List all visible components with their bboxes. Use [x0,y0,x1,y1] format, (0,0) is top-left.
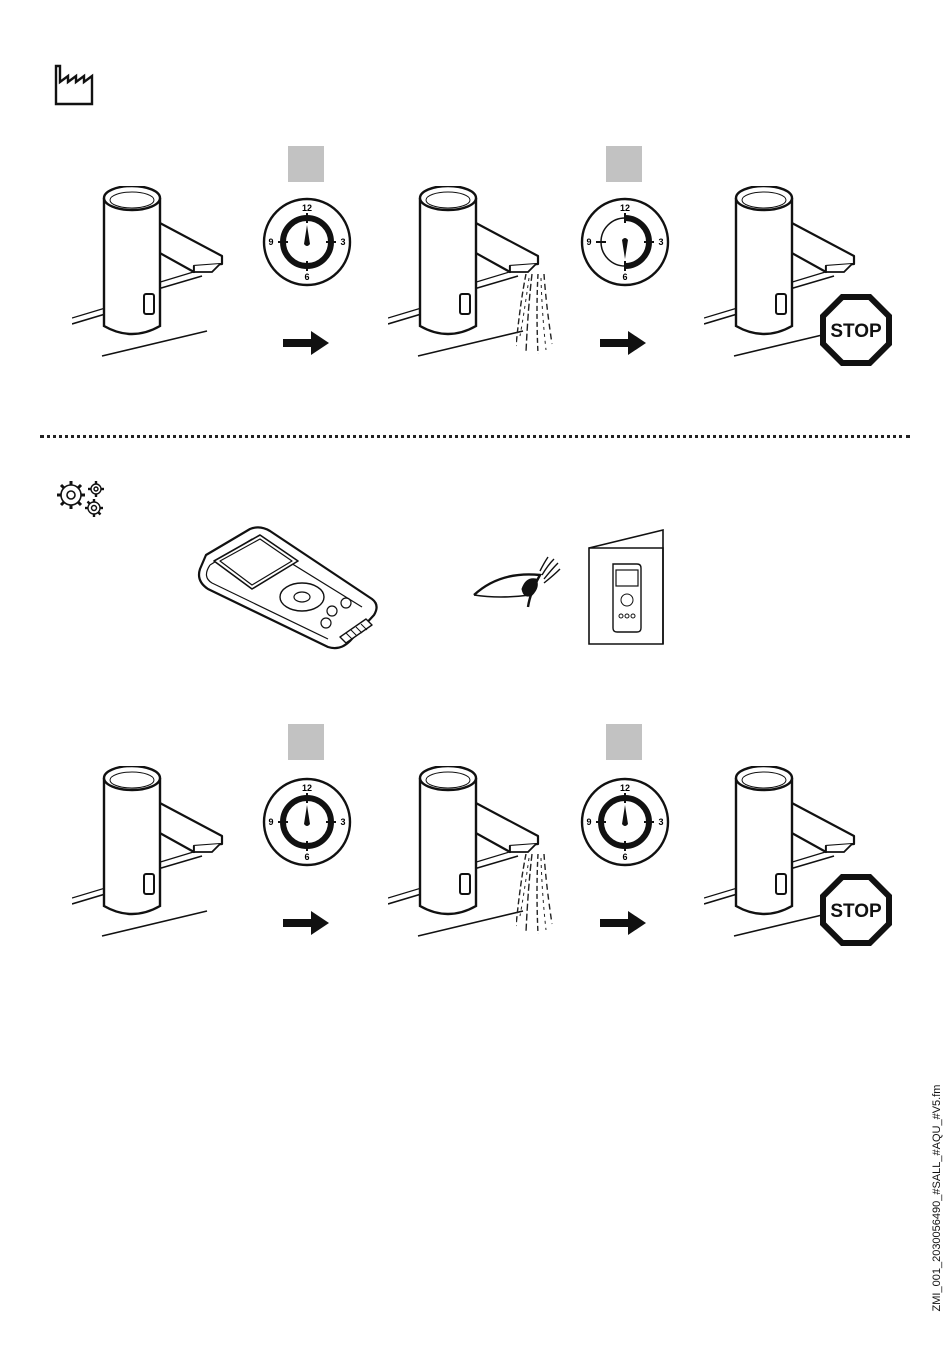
stop-sign-icon: STOP [818,292,894,368]
clock-icon: 12 3 6 9 [579,196,671,288]
clock-label-9: 9 [268,817,273,827]
clock-label-12: 12 [620,203,630,213]
clock-label-3: 3 [658,237,663,247]
manual-booklet-icon [585,528,670,650]
clock-label-6: 6 [622,852,627,862]
clock-label-12: 12 [302,783,312,793]
clock-label-3: 3 [658,817,663,827]
gears-icon [54,478,108,520]
arrow-right-icon [283,330,333,356]
document-file-id: ZMI_001_2030056490_#SALL_#AQU_#V5.fm [931,1085,943,1312]
clock-label-3: 3 [340,237,345,247]
water-stream [516,852,556,942]
clock-label-9: 9 [586,237,591,247]
placeholder-box [606,724,642,760]
stop-sign-label: STOP [830,321,882,342]
faucet-illustration [72,186,242,366]
arrow-right-icon [283,910,333,936]
eye-icon [470,555,565,615]
clock-icon: 12 3 6 9 [579,776,671,868]
clock-label-6: 6 [304,272,309,282]
arrow-right-icon [600,330,650,356]
clock-icon: 12 3 6 9 [261,776,353,868]
water-stream [516,272,556,362]
factory-icon [52,62,98,106]
faucet-illustration [72,766,242,946]
clock-label-6: 6 [304,852,309,862]
clock-label-9: 9 [268,237,273,247]
stop-sign-icon: STOP [818,872,894,948]
placeholder-box [606,146,642,182]
stop-sign-label: STOP [830,901,882,922]
clock-icon: 12 3 6 9 [261,196,353,288]
clock-label-3: 3 [340,817,345,827]
clock-label-6: 6 [622,272,627,282]
placeholder-box [288,146,324,182]
clock-label-12: 12 [302,203,312,213]
remote-control-icon [190,525,385,655]
clock-label-12: 12 [620,783,630,793]
clock-label-9: 9 [586,817,591,827]
section-divider [40,435,910,438]
arrow-right-icon [600,910,650,936]
placeholder-box [288,724,324,760]
